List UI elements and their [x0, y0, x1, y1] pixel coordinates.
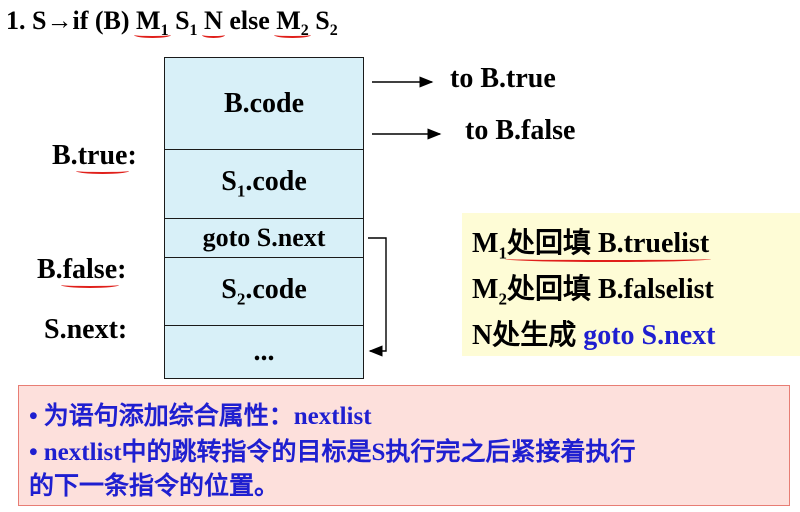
heading-n: N: [204, 6, 223, 35]
bullet-1: •为语句添加综合属性：nextlist: [29, 403, 372, 430]
production-heading: 1. S→if (B) M1 S1 N else M2 S2: [6, 6, 338, 40]
heading-s2: S2: [308, 6, 338, 40]
heading-else: else: [222, 6, 277, 35]
label-b-false: B.false:: [37, 254, 127, 285]
heading-arrow: →: [46, 6, 73, 35]
label-s-next: S.next:: [44, 314, 128, 345]
heading-m2: M2: [276, 6, 309, 40]
label-b-true: B.true:: [52, 140, 137, 171]
note-line-2: M2处回填 B.falselist: [472, 274, 714, 309]
ellipsis-text: ...: [253, 336, 275, 367]
nextlist-explanation: •为语句添加综合属性：nextlist •nextlist中的跳转指令的目标是S…: [18, 385, 790, 506]
goto-text: goto S.next: [202, 223, 326, 252]
bullet-2: •nextlist中的跳转指令的目标是S执行完之后紧接着执行: [29, 439, 636, 466]
heading-m1: M1: [136, 6, 169, 40]
b-code-box: B.code: [164, 57, 364, 150]
heading-s1: S1: [168, 6, 198, 40]
backpatch-note: M1处回填 B.truelist M2处回填 B.falselist N处生成 …: [462, 213, 800, 356]
s1-code-box: S1.code: [164, 149, 364, 219]
s2-code-text: S2.code: [221, 273, 307, 309]
ellipsis-box: ...: [164, 325, 364, 379]
note-line-1: M1处回填 B.truelist: [472, 228, 710, 263]
s1-code-text: S1.code: [221, 166, 307, 201]
bullet-2-cont: 的下一条指令的位置。: [29, 473, 280, 500]
note-line-3: N处生成 goto S.next: [472, 320, 716, 351]
b-code-text: B.code: [223, 87, 305, 119]
to-false-text: to B.false: [465, 115, 576, 146]
heading-num: 1. S: [6, 6, 47, 35]
arrow-goto-next: [368, 237, 387, 357]
to-true-text: to B.true: [450, 63, 556, 94]
heading-if: if (B): [72, 6, 137, 35]
